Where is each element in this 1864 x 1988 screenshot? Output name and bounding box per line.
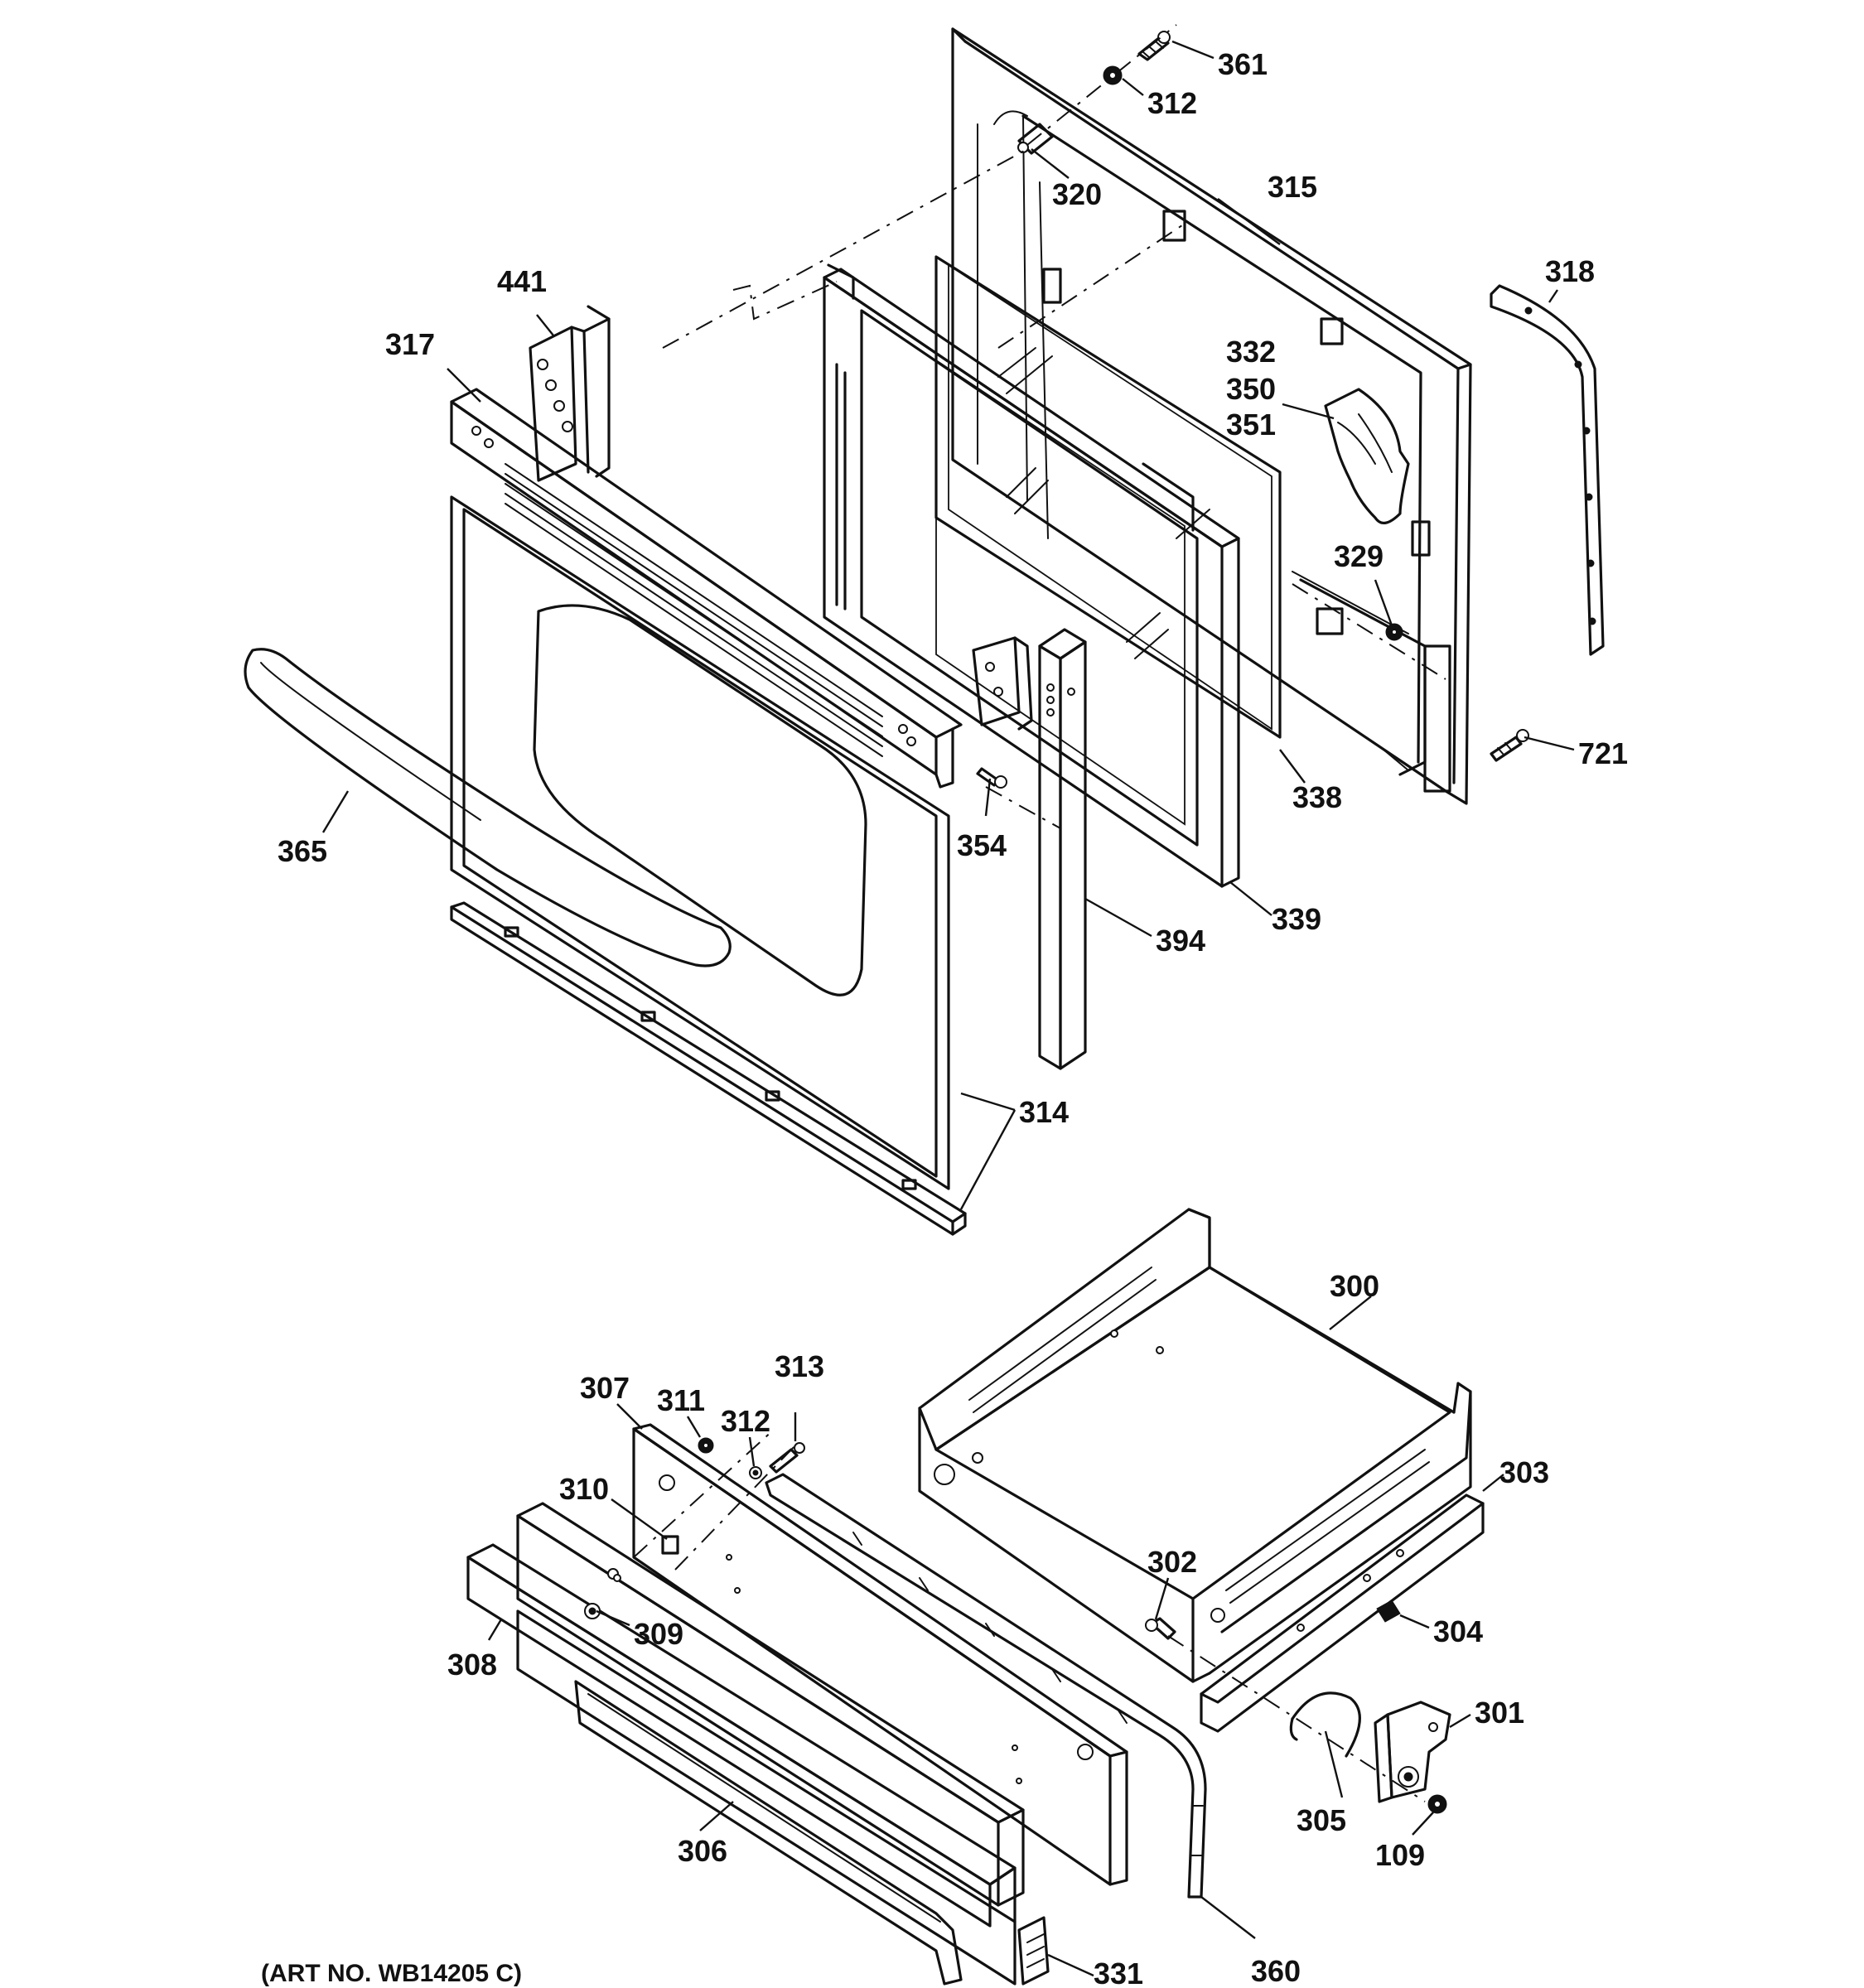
screw-354 <box>976 767 1007 789</box>
screw-721 <box>1490 729 1529 762</box>
spacer-320 <box>1017 123 1054 155</box>
callout-441: 441 <box>497 264 547 298</box>
callout-labels: 361 312 320 315 318 441 317 332 350 351 … <box>278 47 1628 1988</box>
callout-304: 304 <box>1433 1614 1483 1648</box>
art-number-caption: (ART NO. WB14205 C) <box>261 1960 522 1987</box>
callout-315: 315 <box>1268 170 1317 204</box>
callout-314: 314 <box>1019 1095 1069 1129</box>
callout-302: 302 <box>1147 1545 1197 1579</box>
vent-slots <box>505 463 883 757</box>
callout-365: 365 <box>278 834 327 868</box>
callout-339: 339 <box>1272 902 1321 936</box>
callout-320: 320 <box>1052 177 1102 211</box>
screw-313 <box>769 1442 805 1474</box>
callout-300: 300 <box>1330 1269 1379 1303</box>
stud-310 <box>661 1535 679 1555</box>
nut-311 <box>698 1437 714 1454</box>
door-seal-318 <box>1490 284 1605 656</box>
callout-310: 310 <box>559 1472 609 1506</box>
callout-303: 303 <box>1499 1455 1549 1489</box>
callout-312-top: 312 <box>1147 86 1197 120</box>
callout-309: 309 <box>634 1617 683 1651</box>
callout-305: 305 <box>1297 1803 1346 1837</box>
door-inner-liner-315 <box>951 27 1472 805</box>
grommet-329 <box>1385 623 1403 641</box>
hinge-plate <box>972 636 1033 731</box>
washer-312-bottom <box>749 1466 762 1479</box>
callout-331: 331 <box>1094 1957 1143 1988</box>
callout-354: 354 <box>957 828 1007 862</box>
callout-360: 360 <box>1251 1954 1301 1988</box>
callout-311: 311 <box>657 1383 705 1417</box>
bottom-door-trim-314 <box>450 901 967 1236</box>
callout-308: 308 <box>447 1648 497 1682</box>
callout-338: 338 <box>1292 780 1342 814</box>
insulation-332-350-351 <box>1324 388 1410 524</box>
drawer-front-308 <box>466 1543 1017 1986</box>
bracket-331 <box>1017 1916 1050 1986</box>
hinge-bracket-441 <box>529 305 611 482</box>
door-handle-365 <box>244 648 732 967</box>
nut-109 <box>1427 1794 1447 1814</box>
drawer-box-300 <box>918 1208 1472 1683</box>
outer-door-panel-314 <box>450 495 950 1190</box>
inner-window-frame-339 <box>823 263 1240 888</box>
drawer-rail-303 <box>1200 1493 1485 1733</box>
callout-318: 318 <box>1545 254 1595 288</box>
vent-trim-317 <box>450 388 963 789</box>
nut-312-top <box>1103 65 1123 85</box>
callout-332: 332 <box>1226 335 1276 369</box>
drawer-trim-309 <box>516 1502 1025 1907</box>
callout-721: 721 <box>1578 736 1628 770</box>
callout-109: 109 <box>1375 1838 1425 1872</box>
screw-361 <box>1137 31 1171 61</box>
roller-305 <box>1289 1691 1361 1758</box>
callout-307: 307 <box>580 1371 630 1405</box>
side-trim-394 <box>1038 628 1087 1070</box>
callout-351: 351 <box>1226 408 1276 442</box>
stud-302 <box>1145 1617 1176 1640</box>
callout-301: 301 <box>1475 1696 1524 1730</box>
callout-394: 394 <box>1156 924 1205 958</box>
callout-306: 306 <box>678 1834 727 1868</box>
callout-317: 317 <box>385 327 435 361</box>
callout-313: 313 <box>775 1349 824 1383</box>
callout-350: 350 <box>1226 372 1276 406</box>
callout-329: 329 <box>1334 539 1384 573</box>
bracket-301 <box>1374 1701 1451 1803</box>
drawer-seal-360 <box>765 1473 1207 1899</box>
callout-312-bottom: 312 <box>721 1404 770 1438</box>
clip-304 <box>1376 1600 1401 1623</box>
leader-lines <box>321 40 1575 1977</box>
callout-361: 361 <box>1218 47 1268 81</box>
